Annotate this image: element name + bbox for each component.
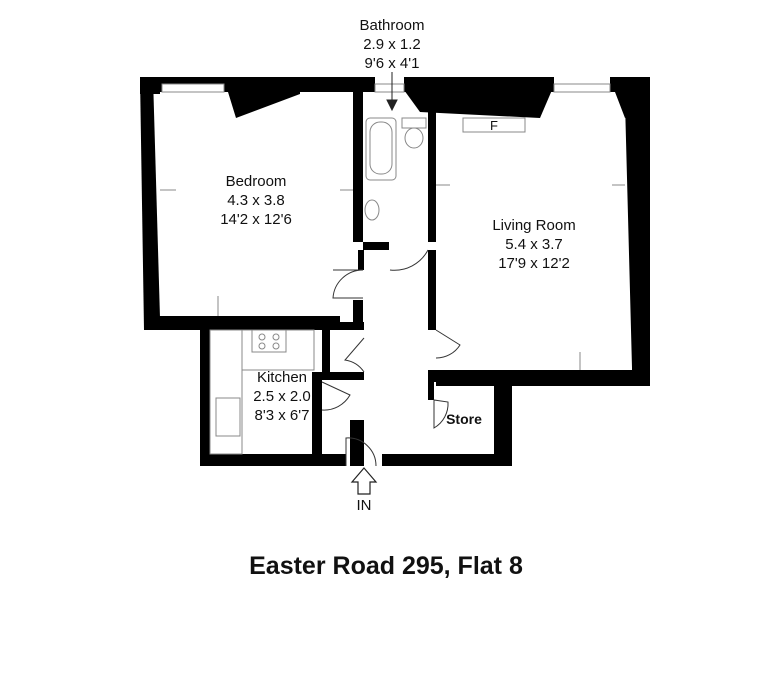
fireplace-text: F xyxy=(490,118,498,133)
fireplace xyxy=(462,117,526,133)
kitchen-counter xyxy=(241,329,315,371)
bottom-wall-left xyxy=(200,454,346,466)
bedroom-label: Bedroom 4.3 x 3.8 14'2 x 12'6 xyxy=(196,172,316,229)
hob-ring xyxy=(272,342,280,350)
room-imperial: 14'2 x 12'6 xyxy=(220,211,292,228)
toilet-cistern xyxy=(401,117,427,129)
room-metric: 2.5 x 2.0 xyxy=(253,388,311,405)
plan-title: Easter Road 295, Flat 8 xyxy=(249,552,523,580)
cupboard-left-wall xyxy=(322,322,330,380)
hall-left-wall xyxy=(358,250,364,270)
room-metric: 5.4 x 3.7 xyxy=(505,236,563,253)
kitchen-counter-left xyxy=(209,329,243,455)
store-label: Store xyxy=(436,410,492,429)
bedroom-right-wall-lower xyxy=(353,300,363,330)
store-left-wall xyxy=(428,370,434,400)
bathroom-top-wall-right xyxy=(404,77,554,92)
fireplace-label: F xyxy=(484,116,504,135)
entrance-label: IN xyxy=(344,496,384,515)
room-name: Kitchen xyxy=(256,369,308,386)
hob xyxy=(251,329,287,353)
bedroom-top-wall xyxy=(140,77,363,118)
fixtures xyxy=(160,117,625,455)
toilet-bowl xyxy=(404,127,424,149)
hob-ring xyxy=(258,342,266,350)
store-door xyxy=(433,399,449,429)
living-room-label: Living Room 5.4 x 3.7 17'9 x 12'2 xyxy=(472,216,596,273)
bath-tub-inner xyxy=(369,121,393,175)
hob-ring xyxy=(258,333,266,341)
bathroom-arrow-icon xyxy=(386,72,398,112)
basin xyxy=(364,199,380,221)
entrance-text: IN xyxy=(356,497,372,514)
cupboard-bottom-wall xyxy=(322,372,364,380)
kitchen-top-wall xyxy=(200,322,330,330)
bedroom-right-wall xyxy=(353,92,363,242)
kitchen-left-wall xyxy=(200,322,210,466)
bathroom-label: Bathroom 2.9 x 1.2 9'6 x 4'1 xyxy=(330,16,454,73)
room-name: Bedroom xyxy=(225,173,287,190)
living-top-wall xyxy=(404,90,552,118)
bedroom-window xyxy=(161,83,225,93)
bedroom-left-wall xyxy=(140,77,160,330)
kitchen-label: Kitchen 2.5 x 2.0 8'3 x 6'7 xyxy=(236,368,328,425)
room-imperial: 8'3 x 6'7 xyxy=(254,407,310,424)
living-window xyxy=(553,83,611,93)
room-name: Bathroom xyxy=(359,17,425,34)
bathroom-window xyxy=(374,83,405,93)
room-imperial: 9'6 x 4'1 xyxy=(364,55,420,72)
entrance-arrow-icon xyxy=(350,467,378,495)
bedroom-door xyxy=(332,269,364,299)
cupboard-door xyxy=(344,337,365,373)
bathroom-top-wall-left xyxy=(363,77,375,92)
kitchen-right-wall xyxy=(312,372,322,466)
bottom-wall-right xyxy=(382,454,512,466)
bathroom-bottom-wall xyxy=(363,242,389,250)
store-right-wall xyxy=(494,380,512,466)
entrance-door xyxy=(345,437,377,467)
doors xyxy=(321,249,461,467)
room-metric: 2.9 x 1.2 xyxy=(363,36,421,53)
kitchen-door xyxy=(321,381,351,411)
hall-right-wall xyxy=(428,250,436,330)
cupboard-top-wall xyxy=(330,322,364,330)
living-right-wall xyxy=(625,95,650,386)
room-name: Living Room xyxy=(492,217,576,234)
room-metric: 4.3 x 3.8 xyxy=(227,192,285,209)
windows xyxy=(161,83,611,93)
kitchen-sink xyxy=(215,397,241,437)
bathroom-door xyxy=(389,249,429,271)
room-imperial: 17'9 x 12'2 xyxy=(498,255,570,272)
bath-tub xyxy=(365,117,397,181)
room-name: Store xyxy=(446,411,482,427)
living-door xyxy=(435,329,461,359)
store-top-wall xyxy=(428,370,512,382)
hall-left-lower-wall xyxy=(350,420,364,466)
bathroom-right-wall xyxy=(428,92,436,242)
hob-ring xyxy=(272,333,280,341)
walls xyxy=(140,77,650,466)
